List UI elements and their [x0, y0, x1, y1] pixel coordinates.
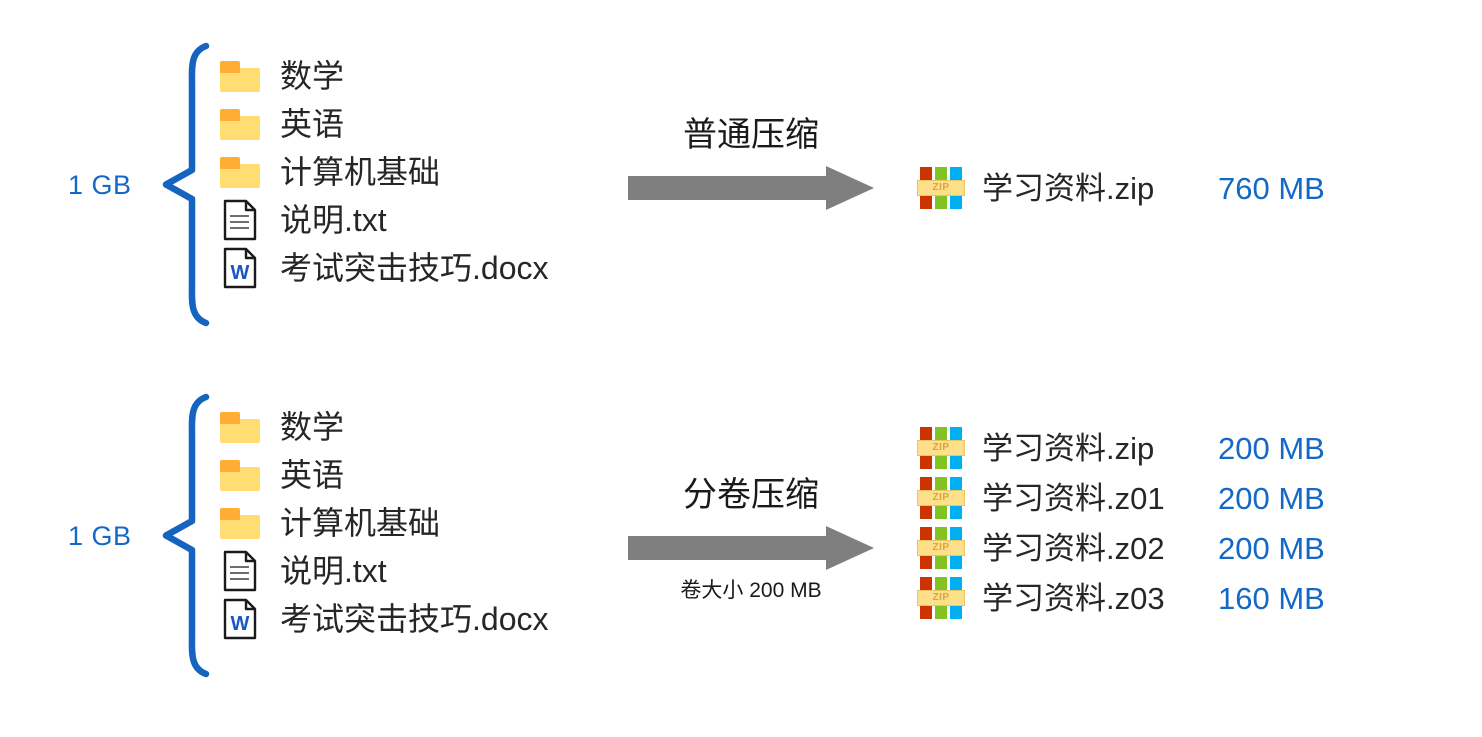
- zip-file-name: 学习资料.z02: [982, 530, 1165, 566]
- arrow-subtitle: 卷大小 200 MB: [680, 579, 822, 602]
- file-name: 说明.txt: [280, 553, 387, 589]
- zip-file-size: 200 MB: [1218, 480, 1325, 516]
- word-letter-glyph: W: [231, 262, 250, 284]
- zip-file-name: 学习资料.z01: [982, 480, 1165, 516]
- section-split-compression: 1 GB 数学 英语: [0, 345, 1482, 715]
- grouping-brace: [160, 393, 212, 678]
- output-file-list: ZIP 学习资料.zip 760 MB: [917, 163, 1325, 213]
- arrow-right-icon: [628, 526, 874, 570]
- zip-row[interactable]: ZIP 学习资料.z03 160 MB: [917, 573, 1325, 623]
- compression-arrow-group: 普通压缩: [628, 118, 874, 218]
- output-file-list: ZIP 学习资料.zip 200 MB ZIP 学习资料.z01 200 MB …: [917, 423, 1325, 623]
- zip-row[interactable]: ZIP 学习资料.z01 200 MB: [917, 473, 1325, 523]
- zip-file-icon: ZIP: [917, 477, 965, 519]
- compression-arrow-group: 分卷压缩 卷大小 200 MB: [628, 478, 874, 608]
- word-letter-glyph: W: [231, 613, 250, 635]
- source-file-list: 数学 英语 计算机基础: [218, 52, 549, 292]
- file-name: 计算机基础: [280, 505, 441, 541]
- zip-row[interactable]: ZIP 学习资料.z02 200 MB: [917, 523, 1325, 573]
- folder-icon: [218, 102, 262, 146]
- zip-file-size: 160 MB: [1218, 580, 1325, 616]
- source-file-list: 数学 英语 计算机基础: [218, 403, 549, 643]
- source-size-label: 1 GB: [68, 521, 132, 551]
- zip-band-text: ZIP: [932, 182, 950, 193]
- zip-file-size: 760 MB: [1218, 170, 1325, 206]
- text-file-icon: [218, 198, 262, 242]
- file-row[interactable]: 说明.txt: [218, 547, 549, 595]
- file-row[interactable]: 说明.txt: [218, 196, 549, 244]
- file-name: 数学: [280, 409, 345, 445]
- word-file-icon: W: [218, 246, 262, 290]
- zip-row[interactable]: ZIP 学习资料.zip 200 MB: [917, 423, 1325, 473]
- file-row[interactable]: 数学: [218, 52, 549, 100]
- file-row[interactable]: 计算机基础: [218, 148, 549, 196]
- zip-file-name: 学习资料.zip: [982, 170, 1155, 206]
- zip-file-name: 学习资料.zip: [982, 430, 1155, 466]
- file-row[interactable]: 英语: [218, 451, 549, 499]
- file-row[interactable]: 数学: [218, 403, 549, 451]
- zip-row[interactable]: ZIP 学习资料.zip 760 MB: [917, 163, 1325, 213]
- zip-file-icon: ZIP: [917, 167, 965, 209]
- folder-icon: [218, 405, 262, 449]
- file-name: 英语: [280, 106, 345, 142]
- folder-icon: [218, 150, 262, 194]
- zip-file-icon: ZIP: [917, 427, 965, 469]
- file-name: 说明.txt: [280, 202, 387, 238]
- zip-file-icon: ZIP: [917, 577, 965, 619]
- arrow-right-icon: [628, 166, 874, 210]
- zip-file-name: 学习资料.z03: [982, 580, 1165, 616]
- file-name: 数学: [280, 58, 345, 94]
- zip-band-text: ZIP: [932, 542, 950, 553]
- word-file-icon: W: [218, 597, 262, 641]
- file-row[interactable]: 计算机基础: [218, 499, 549, 547]
- section-normal-compression: 1 GB 数学 英语: [0, 0, 1482, 360]
- arrow-title: 普通压缩: [683, 116, 819, 154]
- file-name: 英语: [280, 457, 345, 493]
- zip-band-text: ZIP: [932, 442, 950, 453]
- folder-icon: [218, 501, 262, 545]
- file-row[interactable]: W 考试突击技巧.docx: [218, 244, 549, 292]
- source-size-label: 1 GB: [68, 170, 132, 200]
- file-name: 考试突击技巧.docx: [280, 601, 549, 637]
- file-name: 计算机基础: [280, 154, 441, 190]
- folder-icon: [218, 54, 262, 98]
- arrow-title: 分卷压缩: [683, 476, 819, 514]
- folder-icon: [218, 453, 262, 497]
- zip-file-icon: ZIP: [917, 527, 965, 569]
- zip-file-size: 200 MB: [1218, 530, 1325, 566]
- file-name: 考试突击技巧.docx: [280, 250, 549, 286]
- file-row[interactable]: W 考试突击技巧.docx: [218, 595, 549, 643]
- grouping-brace: [160, 42, 212, 327]
- text-file-icon: [218, 549, 262, 593]
- zip-band-text: ZIP: [932, 592, 950, 603]
- file-row[interactable]: 英语: [218, 100, 549, 148]
- zip-file-size: 200 MB: [1218, 430, 1325, 466]
- zip-band-text: ZIP: [932, 492, 950, 503]
